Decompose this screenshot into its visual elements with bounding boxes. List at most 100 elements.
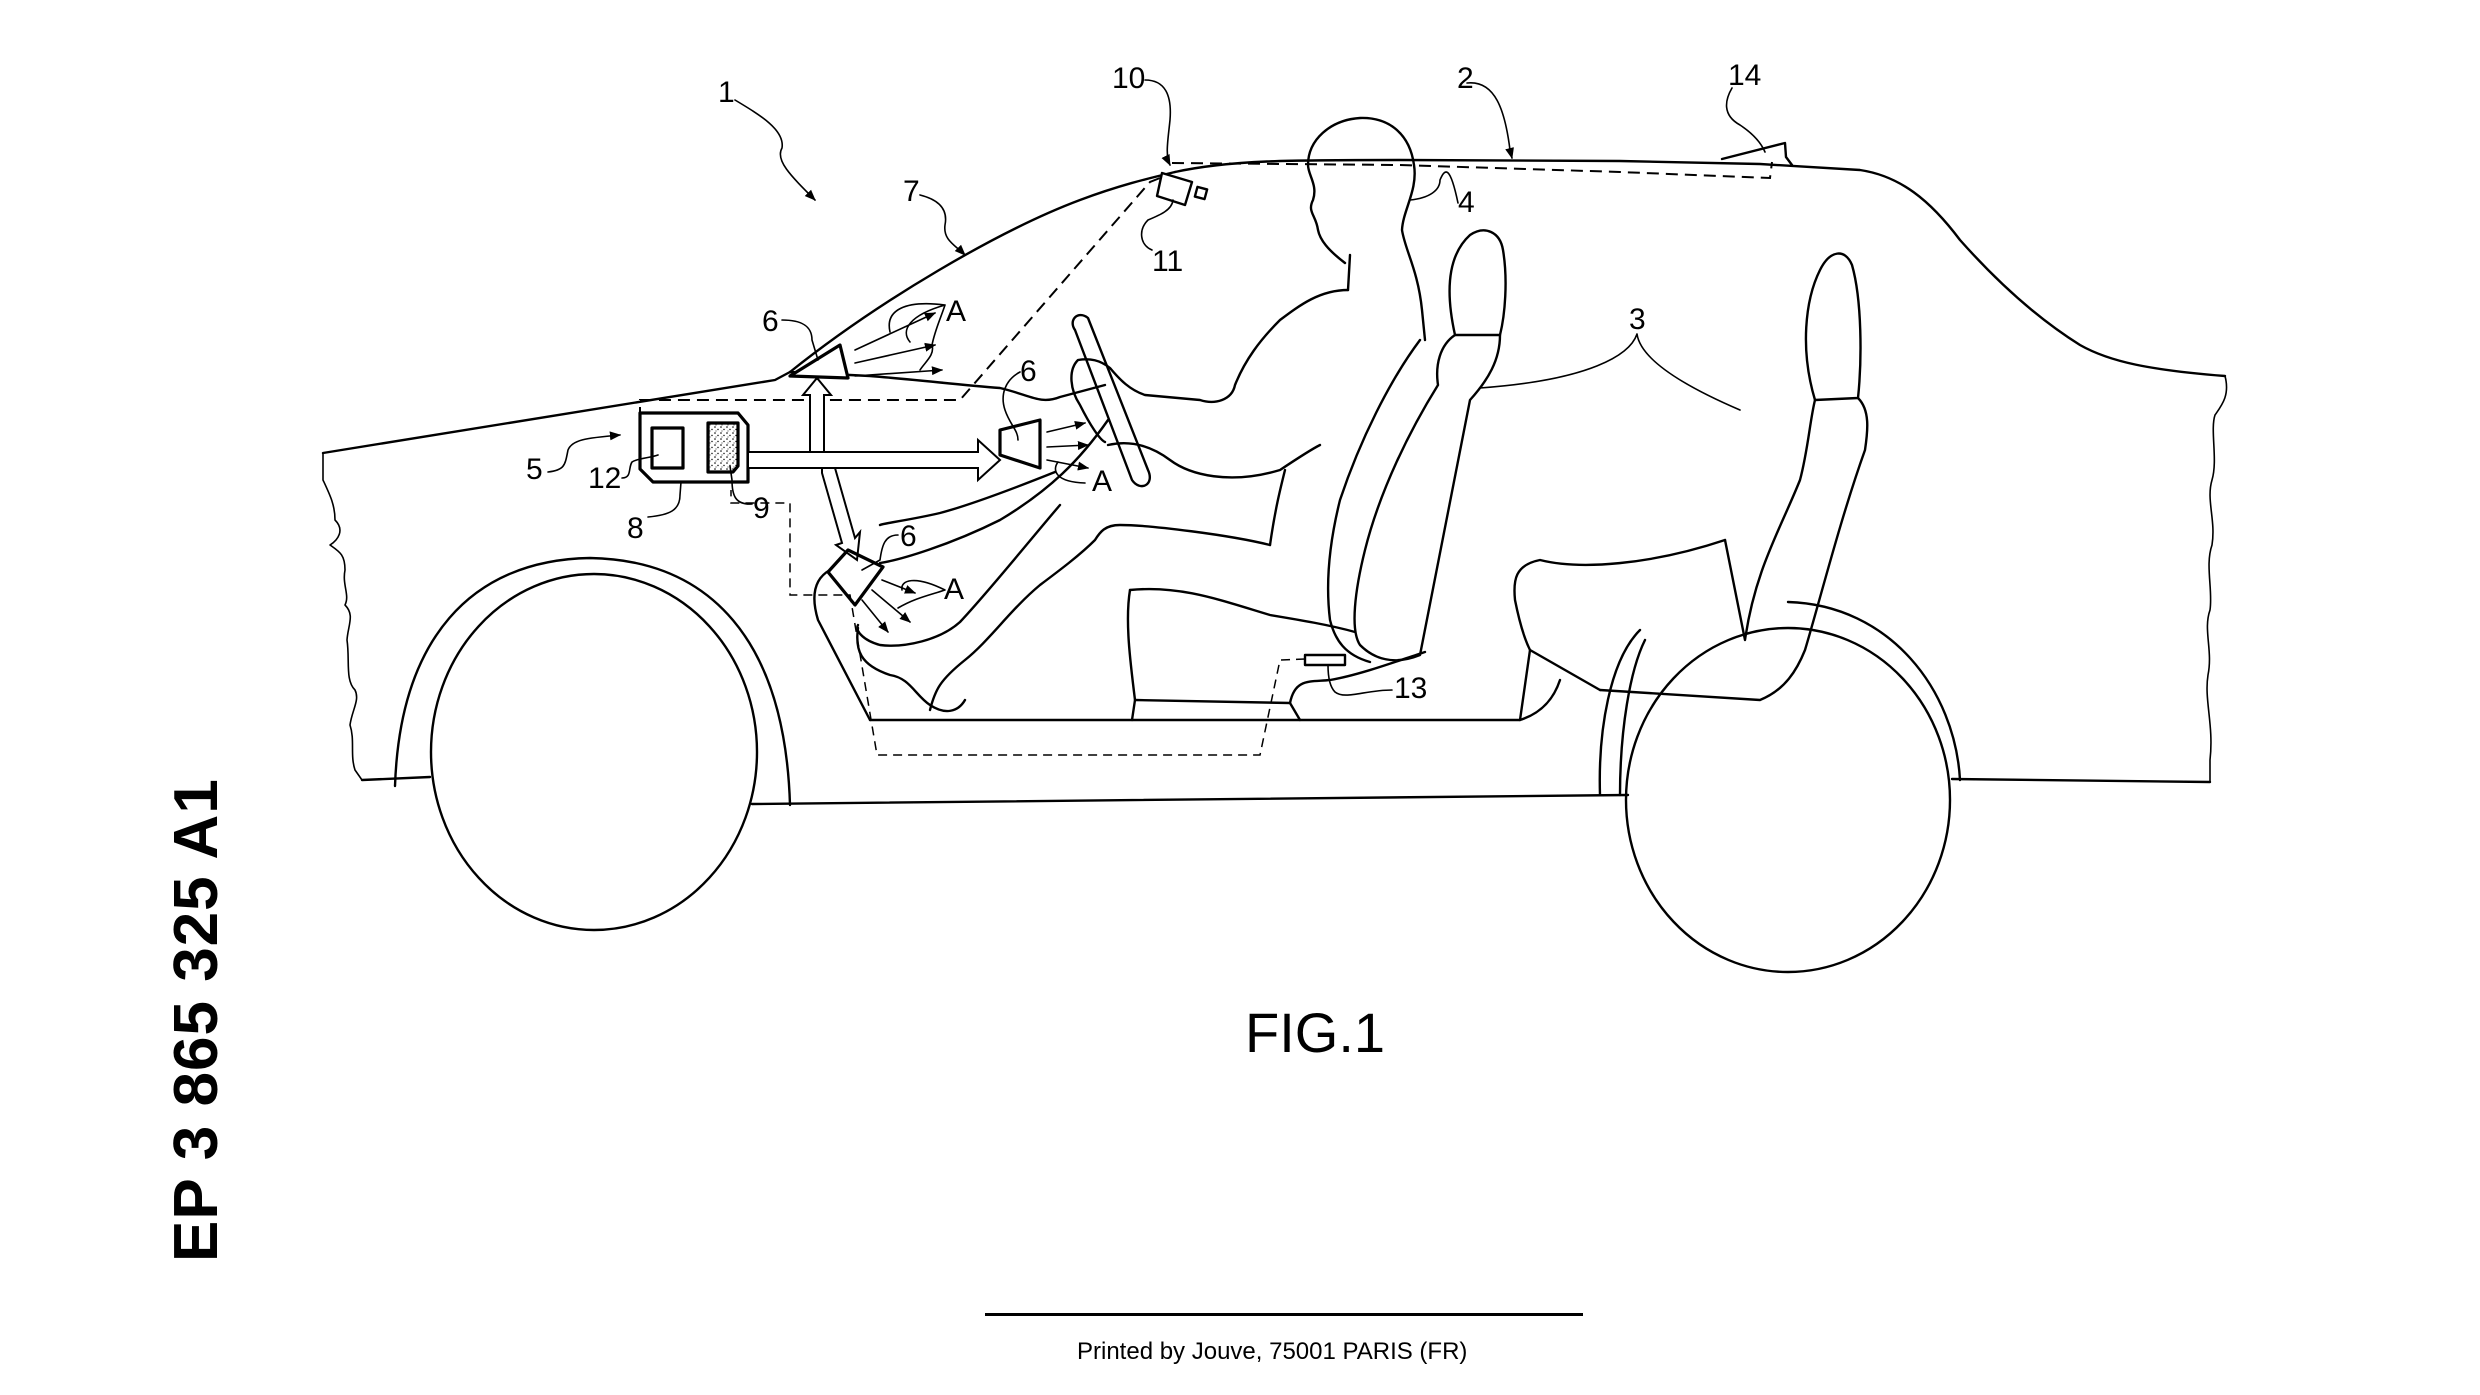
projector-windshield [788, 302, 946, 380]
beam-footwell-2 [871, 589, 911, 623]
leader-9 [729, 465, 753, 505]
label-12: 12 [588, 462, 621, 495]
label-a-steering: A [1092, 465, 1112, 498]
processor-box [650, 426, 685, 470]
projector-steering-body [998, 418, 1042, 470]
roof-line [1173, 158, 2227, 378]
arrow-to-footwell-projector [821, 467, 862, 562]
rear-wheel-arch [1786, 600, 1962, 782]
occupant-lower-leg [878, 470, 1057, 527]
steering-column [878, 418, 1110, 565]
leader-1 [734, 99, 816, 201]
label-13: 13 [1394, 672, 1427, 705]
occupant-foot [856, 626, 967, 713]
rear-wheel-arch-inner-2 [1618, 638, 1647, 797]
leader-12 [621, 454, 659, 479]
arrow-to-steering-projector [747, 437, 1002, 483]
leader-13 [1327, 664, 1393, 696]
rear-seat [1513, 252, 1869, 722]
label-6-steering: 6 [1020, 355, 1037, 388]
beam-windshield-3 [854, 366, 944, 377]
camera-to-controller-line [639, 177, 1161, 428]
occupant-shoulder-arm [1070, 288, 1350, 444]
figure-title: FIG.1 [1245, 1001, 1386, 1064]
leader-6-footwell [861, 534, 899, 571]
projector-windshield-body [788, 343, 850, 380]
camera-lens [1193, 185, 1209, 201]
leader-7 [919, 194, 966, 256]
beam-footwell-3 [861, 599, 889, 633]
front-wheel [429, 572, 759, 932]
rear-seat-base [1518, 648, 1532, 722]
leader-3 [1479, 333, 1741, 411]
rear-sill [1950, 777, 2212, 784]
label-5: 5 [526, 453, 543, 486]
rocker-panel [750, 793, 1630, 806]
vehicle-interior [788, 116, 1869, 722]
leader-6-steering [1002, 371, 1021, 441]
printer-line: Printed by Jouve, 75001 PARIS (FR) [1077, 1338, 1468, 1365]
beam-windshield-1 [854, 312, 937, 351]
area-bracket-footwell [897, 579, 946, 609]
steering-wheel [1071, 313, 1151, 488]
arrow-to-windshield-projector [748, 376, 834, 453]
rear-edge [2206, 375, 2228, 783]
projector-footwell-body [826, 548, 885, 607]
beam-steering-2 [1046, 441, 1090, 450]
driver-seatback [1353, 333, 1502, 662]
area-bracket-windshield [888, 302, 946, 371]
label-6-windshield: 6 [762, 305, 779, 338]
projector-footwell [826, 548, 946, 633]
beam-footwell-1 [881, 579, 917, 594]
memory-box [706, 421, 740, 474]
label-3: 3 [1629, 303, 1646, 336]
leader-8 [647, 481, 682, 518]
leader-11 [1140, 199, 1174, 251]
interior-floor [868, 678, 1562, 722]
label-7: 7 [903, 175, 920, 208]
projector-steering [998, 418, 1090, 484]
label-a-windshield: A [946, 295, 966, 328]
label-9: 9 [753, 492, 770, 525]
sensor-to-controller-line [730, 490, 1306, 756]
dashboard [788, 370, 1107, 402]
label-1: 1 [718, 76, 735, 109]
rear-seatback [1598, 396, 1869, 702]
driver-seat-cushion [1128, 587, 1357, 634]
driver-seat [1126, 229, 1507, 722]
rear-seat-cushion [1513, 538, 1727, 692]
rear-wheel [1624, 626, 1952, 974]
control-signal-arrows [747, 376, 1002, 562]
beam-windshield-2 [854, 342, 937, 364]
footwell-wall [813, 568, 872, 722]
area-bracket-steering [1054, 461, 1086, 484]
beam-steering-1 [1046, 420, 1087, 433]
label-14: 14 [1728, 59, 1761, 92]
leader-6-windshield [781, 319, 819, 361]
occupant-forearm [1106, 441, 1322, 479]
label-10: 10 [1112, 62, 1145, 95]
driver-seat-rail [1133, 698, 1302, 722]
label-11: 11 [1152, 245, 1183, 278]
publication-number: EP 3 865 325 A1 [162, 778, 231, 1262]
rear-headrest [1804, 252, 1862, 402]
footer-divider [985, 1313, 1583, 1316]
seat-sensor [1303, 653, 1347, 667]
leader-10 [1144, 79, 1172, 167]
occupant-shin [856, 503, 1062, 647]
label-8: 8 [627, 512, 644, 545]
front-edge [322, 452, 363, 781]
occupant-thigh [928, 523, 1272, 712]
label-6-footwell: 6 [900, 520, 917, 553]
leader-4 [1409, 171, 1459, 204]
occupant-torso-front [1268, 468, 1287, 547]
driver-headrest [1448, 229, 1507, 337]
vehicle-body [321, 158, 2228, 974]
camera-assembly [1155, 171, 1209, 207]
windshield-line [788, 170, 1177, 374]
label-2: 2 [1457, 62, 1474, 95]
reference-labels: 1 2 3 4 5 6 6 6 7 8 9 10 11 12 13 14 A A… [526, 59, 1761, 705]
label-a-footwell: A [944, 573, 964, 606]
front-wheel-arch [393, 556, 792, 807]
leader-5 [547, 431, 622, 473]
